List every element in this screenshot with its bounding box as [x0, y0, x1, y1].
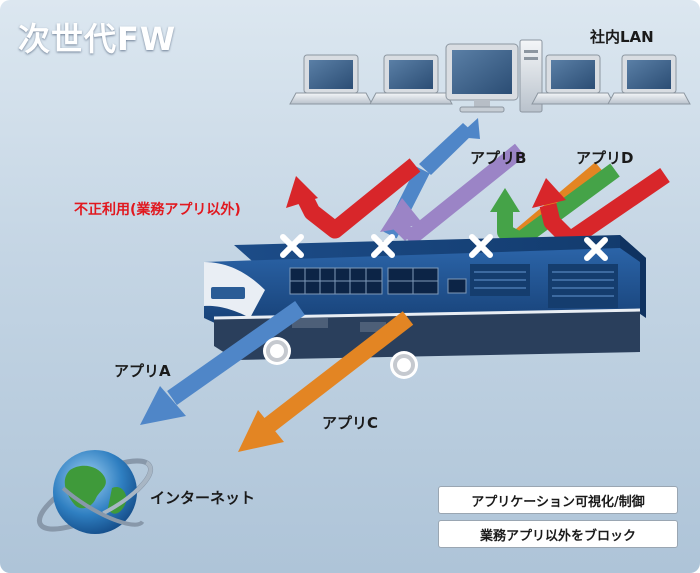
x-mark-icon — [584, 237, 608, 261]
app-d-label: アプリD — [576, 149, 634, 167]
legend-visibility-control: アプリケーション可視化/制御 — [438, 486, 678, 514]
app-b-label: アプリB — [470, 149, 527, 167]
globe-icon — [36, 450, 154, 534]
circle-icon — [263, 337, 291, 365]
diagram-title: 次世代FW — [18, 20, 177, 58]
internet-label: インターネット — [150, 489, 256, 507]
app-a-arrow — [140, 301, 305, 425]
x-mark-icon — [280, 234, 304, 258]
app-c-arrow — [238, 311, 414, 452]
desktop-pc-icon — [445, 39, 543, 113]
blocked-red-arrow-left — [286, 158, 421, 239]
misuse-label: 不正利用(業務アプリ以外) — [74, 202, 241, 218]
app-c-label: アプリC — [322, 414, 379, 432]
laptop-icon — [289, 54, 373, 105]
lan-label: 社内LAN — [590, 28, 654, 46]
legend-block-non-business: 業務アプリ以外をブロック — [438, 520, 678, 548]
port-block — [289, 267, 467, 295]
app-d-arrow-green — [490, 163, 620, 248]
firewall-device — [204, 235, 646, 360]
x-mark-icon — [469, 234, 493, 258]
laptop-icon — [531, 54, 615, 105]
x-mark-icon — [371, 234, 395, 258]
blocked-red-arrow-right — [532, 167, 670, 249]
app-a-label: アプリA — [114, 362, 171, 380]
laptop-icon — [607, 54, 691, 105]
circle-icon — [390, 351, 418, 379]
app-b-arrow-purple — [380, 143, 526, 247]
laptop-icon — [369, 54, 453, 105]
